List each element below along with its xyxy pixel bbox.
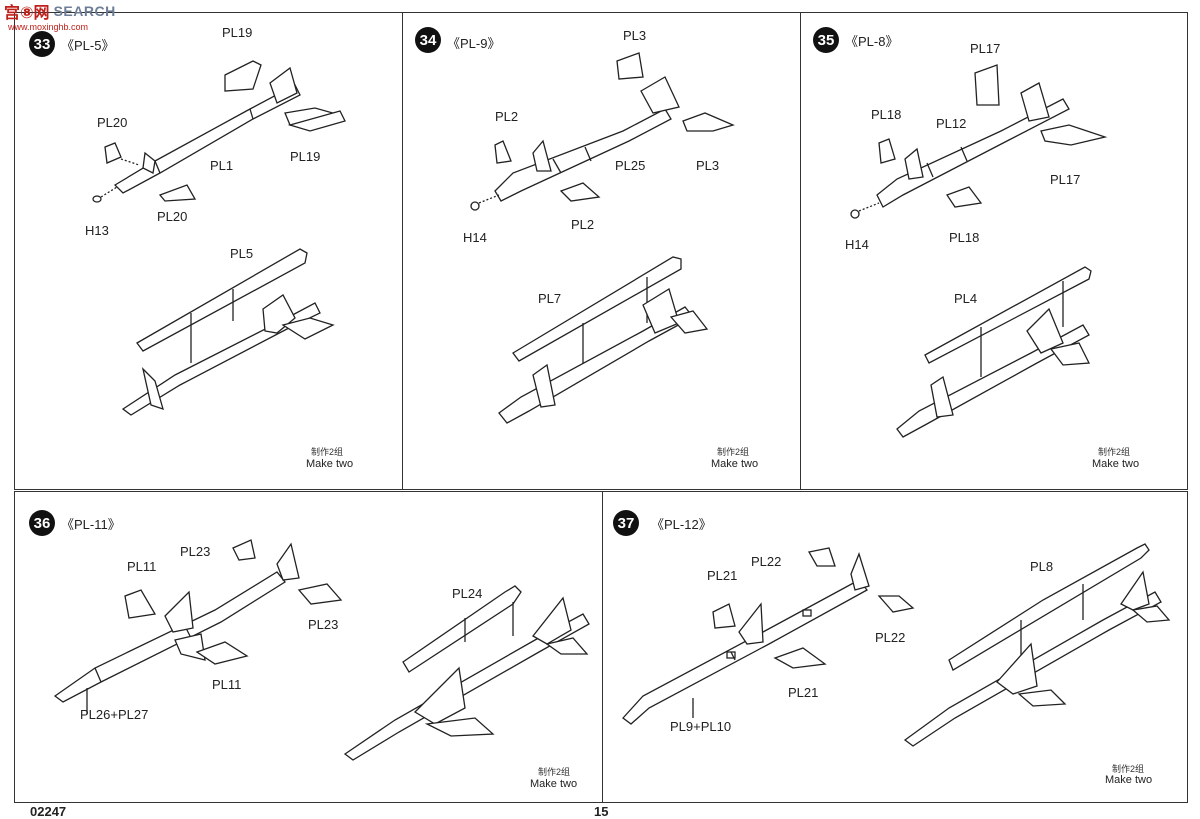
part-label: PL18 xyxy=(871,107,902,122)
part-label: PL22 xyxy=(751,554,782,569)
part-label: PL24 xyxy=(452,586,483,601)
part-label: PL3 xyxy=(623,28,647,43)
part-label: PL5 xyxy=(230,246,254,261)
part-label: PL23 xyxy=(180,544,211,559)
part-label: PL3 xyxy=(696,158,720,173)
step-number-badge: 34 xyxy=(415,27,441,53)
step-missile-name: 《PL-12》 xyxy=(651,517,712,532)
part-label: PL26+PL27 xyxy=(80,707,149,722)
part-label: PL12 xyxy=(936,116,967,131)
part-label: PL2 xyxy=(571,217,595,232)
missile-assembly-drawing xyxy=(470,52,735,424)
step-missile-name: 《PL-8》 xyxy=(845,34,899,49)
part-label: PL18 xyxy=(949,230,980,245)
step-number-badge: 37 xyxy=(613,510,639,536)
make-count-cn: 制作2组 xyxy=(538,767,571,777)
part-label: PL8 xyxy=(1030,559,1054,574)
make-count-en: Make two xyxy=(306,458,354,470)
footer-page-number: 15 xyxy=(594,804,609,819)
part-label: H14 xyxy=(845,237,869,252)
part-label: PL17 xyxy=(970,41,1001,56)
part-label: H14 xyxy=(463,230,487,245)
step-number-badge: 35 xyxy=(813,27,839,53)
make-count-cn: 制作2组 xyxy=(1112,764,1145,774)
part-label: PL4 xyxy=(954,291,978,306)
make-count-cn: 制作2组 xyxy=(311,447,344,457)
part-label: PL23 xyxy=(308,617,339,632)
part-label: PL19 xyxy=(222,25,253,40)
step-panel-34: 34 《PL-9》 PL3 PL2 PL25 PL3 H14 PL2 PL7 制… xyxy=(402,12,802,490)
part-label: PL11 xyxy=(212,677,242,692)
part-label: PL11 xyxy=(127,559,157,574)
part-label: PL9+PL10 xyxy=(670,719,732,734)
watermark-url: www.moxinghb.com xyxy=(8,22,89,32)
part-label: H13 xyxy=(85,223,109,238)
watermark-text: SEARCH xyxy=(53,3,116,19)
step-number-badge: 36 xyxy=(29,510,55,536)
part-label: PL17 xyxy=(1050,172,1081,187)
step-missile-name: 《PL-5》 xyxy=(61,38,115,53)
step-panel-35: 35 《PL-8》 PL17 PL18 PL12 PL17 H14 PL18 P… xyxy=(800,12,1188,490)
step-missile-name: 《PL-9》 xyxy=(447,36,501,51)
part-label: PL22 xyxy=(875,630,906,645)
part-label: PL19 xyxy=(290,149,321,164)
missile-assembly-drawing xyxy=(850,64,1108,438)
watermark-logo: 宫⑧网 xyxy=(4,3,50,22)
step-panel-33: 33 《PL-5》 PL19 PL20 PL1 PL19 H13 PL20 PL… xyxy=(14,12,404,490)
part-label: PL25 xyxy=(615,158,646,173)
missile-assembly-drawing xyxy=(622,543,1171,747)
make-count-en: Make two xyxy=(1105,774,1153,786)
part-label: PL7 xyxy=(538,291,562,306)
make-count-en: Make two xyxy=(1092,458,1140,470)
part-label: PL20 xyxy=(157,209,188,224)
make-count-en: Make two xyxy=(530,778,578,790)
part-label: PL1 xyxy=(210,158,234,173)
missile-assembly-drawing xyxy=(53,539,590,761)
step-missile-name: 《PL-11》 xyxy=(61,517,121,532)
footer-product-code: 02247 xyxy=(30,804,67,819)
watermark: 宫⑧网 SEARCH xyxy=(0,0,120,22)
missile-assembly-drawing xyxy=(92,60,346,416)
step-number-badge: 33 xyxy=(29,31,55,57)
make-count-cn: 制作2组 xyxy=(717,447,750,457)
make-count-en: Make two xyxy=(711,458,759,470)
part-label: PL21 xyxy=(788,685,819,700)
part-label: PL2 xyxy=(495,109,519,124)
make-count-cn: 制作2组 xyxy=(1098,447,1131,457)
step-panel-36: 36 《PL-11》 PL23 PL11 PL23 PL11 PL26+PL27… xyxy=(14,491,604,803)
step-panel-37: 37 《PL-12》 PL22 PL21 PL22 PL21 PL9+PL10 … xyxy=(602,491,1188,803)
part-label: PL21 xyxy=(707,568,738,583)
part-label: PL20 xyxy=(97,115,128,130)
